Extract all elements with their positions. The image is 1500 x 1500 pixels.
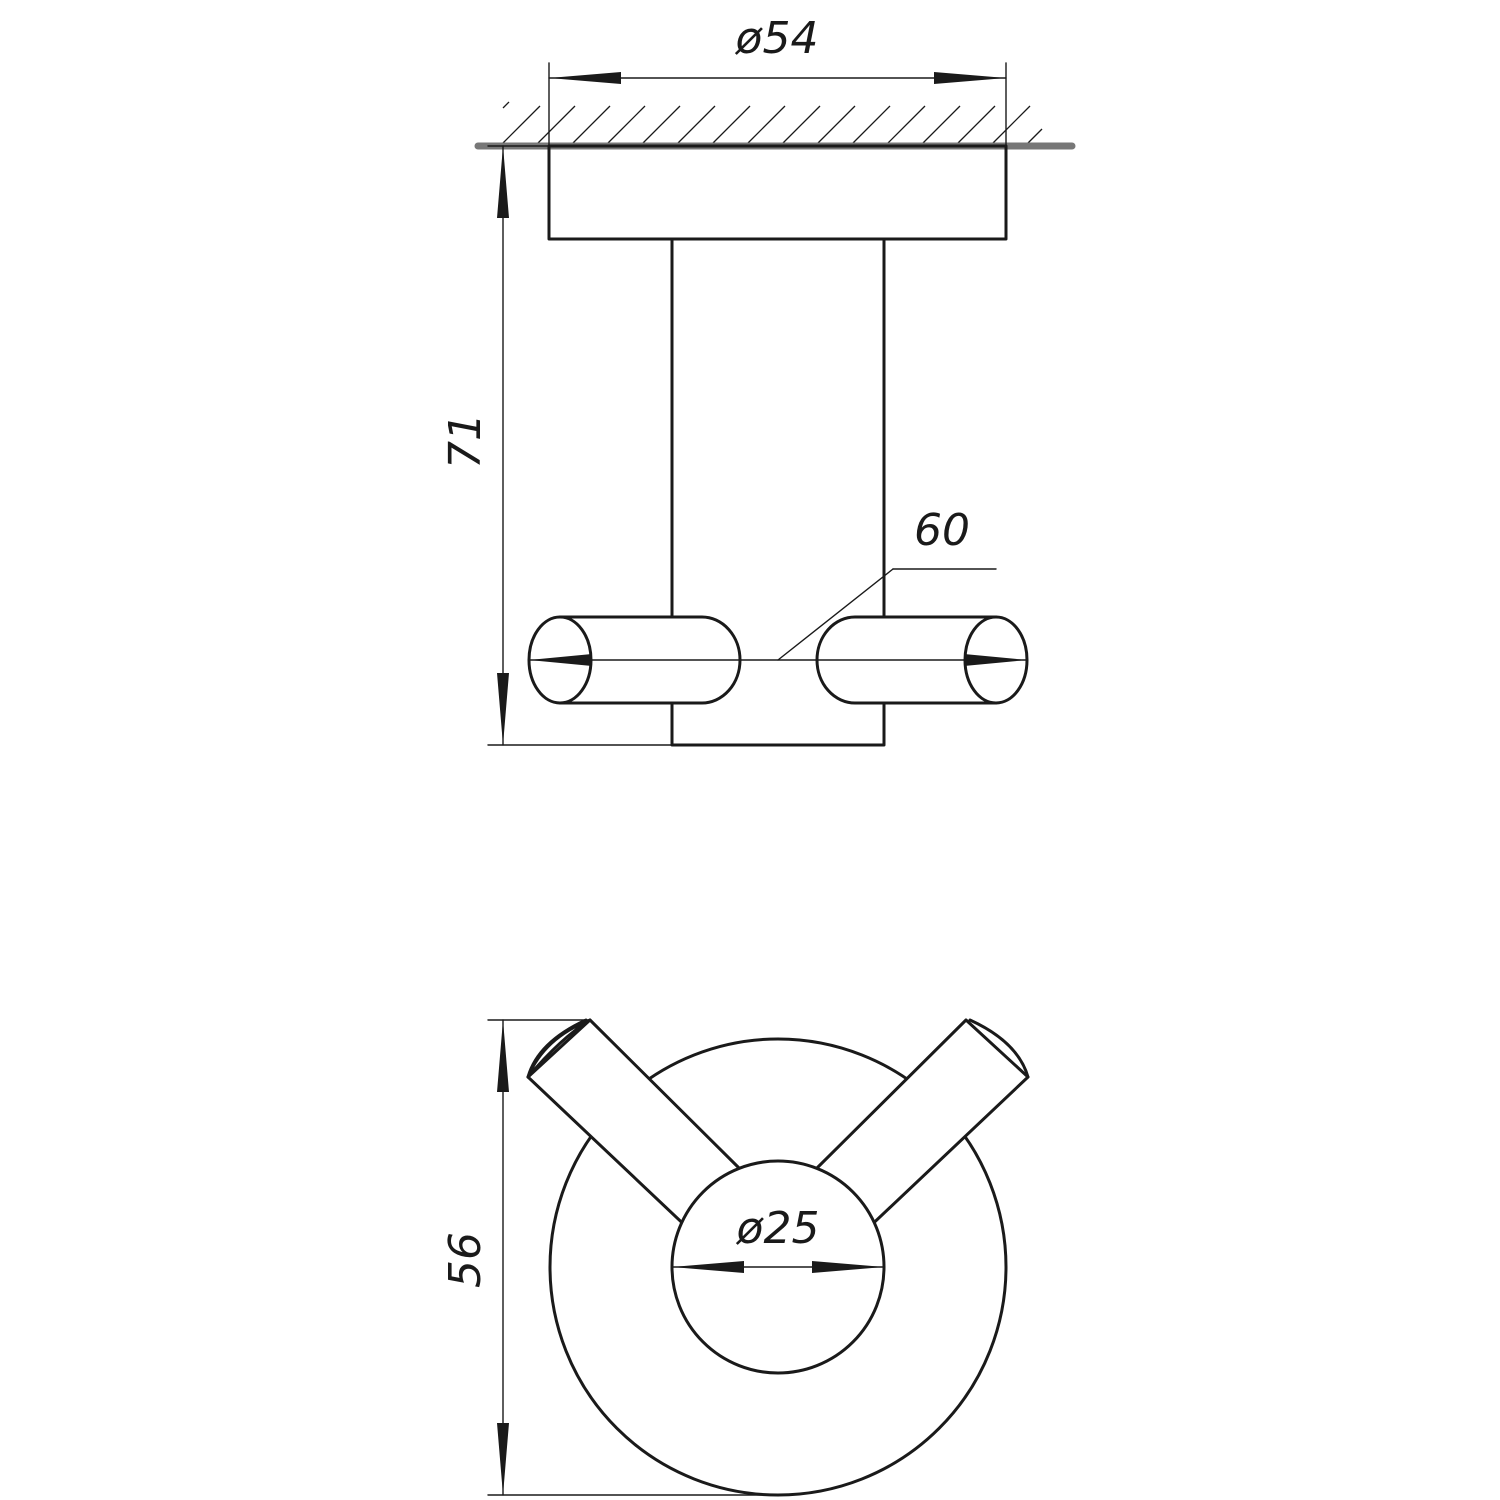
front-view: ø25 56 <box>440 1018 1030 1497</box>
dimension-label-stem-diameter: ø25 <box>736 1203 820 1254</box>
dimension-base-diameter: ø54 <box>548 13 1007 147</box>
stem-lower <box>670 702 886 747</box>
dimension-label-hook-span: 60 <box>914 505 970 556</box>
base-plate <box>547 144 1008 241</box>
left-hook-tip-outline <box>526 1018 588 1079</box>
right-hook-tip-outline <box>968 1018 1030 1079</box>
dimension-stem-diameter: ø25 <box>671 1203 885 1273</box>
side-view: ø54 71 60 <box>440 13 1076 747</box>
dimension-label-depth: 56 <box>440 1232 491 1288</box>
wall-hatching <box>502 101 1043 144</box>
dimension-label-base-diameter: ø54 <box>735 13 819 64</box>
dimension-hook-span: 60 <box>528 505 1028 666</box>
dimension-depth: 56 <box>440 1019 779 1496</box>
dimension-height: 71 <box>440 145 673 746</box>
dimension-label-height: 71 <box>440 413 491 469</box>
